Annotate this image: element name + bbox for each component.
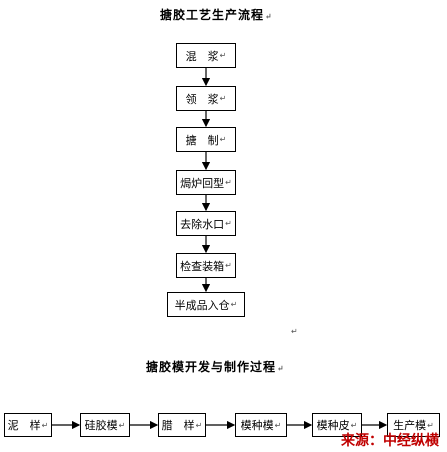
mold-step-5: 模种皮↵ [312, 413, 362, 437]
mold-step-4: 模种模↵ [235, 413, 287, 437]
flow-step-label: 检查装箱 [180, 259, 225, 273]
flow-step-6: 检查装箱↵ [176, 253, 236, 278]
flow-step-5: 去除水口↵ [176, 211, 236, 236]
mold-step-label: 硅胶模 [84, 419, 118, 432]
paragraph-mark: ↵ [291, 327, 298, 336]
mold-step-2: 硅胶模↵ [80, 413, 130, 437]
process-title: 搪胶工艺生产流程↵ [160, 6, 273, 23]
paragraph-mark: ↵ [219, 135, 227, 144]
mold-step-label: 模种模 [240, 419, 274, 432]
flow-step-label: 去除水口 [180, 217, 225, 231]
paragraph-mark: ↵ [225, 178, 232, 187]
mold-title-text: 搪胶模开发与制作过程 [146, 360, 277, 374]
flow-step-label: 焗炉回型 [180, 176, 225, 190]
flow-step-1: 混 浆↵ [176, 43, 236, 68]
flow-step-label: 半成品入仓 [174, 298, 230, 312]
paragraph-mark: ↵ [225, 219, 232, 228]
flow-step-label: 混 浆 [185, 49, 219, 63]
mold-title: 搪胶模开发与制作过程↵ [146, 358, 285, 375]
mold-step-label: 腊 样 [161, 419, 195, 432]
paragraph-mark: ↵ [219, 94, 227, 103]
flow-step-3: 搪 制↵ [176, 127, 236, 152]
paragraph-mark: ↵ [277, 363, 285, 373]
source-watermark: 来源：中经纵横 [341, 433, 439, 449]
paragraph-mark: ↵ [195, 420, 203, 430]
paragraph-mark: ↵ [427, 420, 434, 430]
mold-step-1: 泥 样↵ [4, 413, 52, 437]
mold-step-3: 腊 样↵ [158, 413, 206, 437]
process-title-text: 搪胶工艺生产流程 [160, 8, 265, 22]
flow-step-label: 搪 制 [185, 133, 219, 147]
paragraph-mark: ↵ [118, 420, 126, 430]
paragraph-mark: ↵ [225, 261, 232, 270]
flow-step-2: 领 浆↵ [176, 86, 236, 111]
paragraph-mark: ↵ [41, 420, 49, 430]
paragraph-mark: ↵ [230, 300, 238, 309]
paragraph-mark: ↵ [219, 51, 227, 60]
flow-step-7: 半成品入仓↵ [167, 292, 245, 317]
mold-step-6: 生产模↵ [387, 413, 440, 437]
paragraph-mark: ↵ [350, 420, 358, 430]
mold-step-label: 生产模 [393, 419, 427, 432]
paragraph-mark: ↵ [274, 420, 282, 430]
paragraph-mark: ↵ [265, 11, 273, 21]
mold-step-label: 泥 样 [7, 419, 41, 432]
flow-step-label: 领 浆 [185, 92, 219, 106]
mold-step-label: 模种皮 [316, 419, 350, 432]
flow-step-4: 焗炉回型↵ [176, 170, 236, 195]
